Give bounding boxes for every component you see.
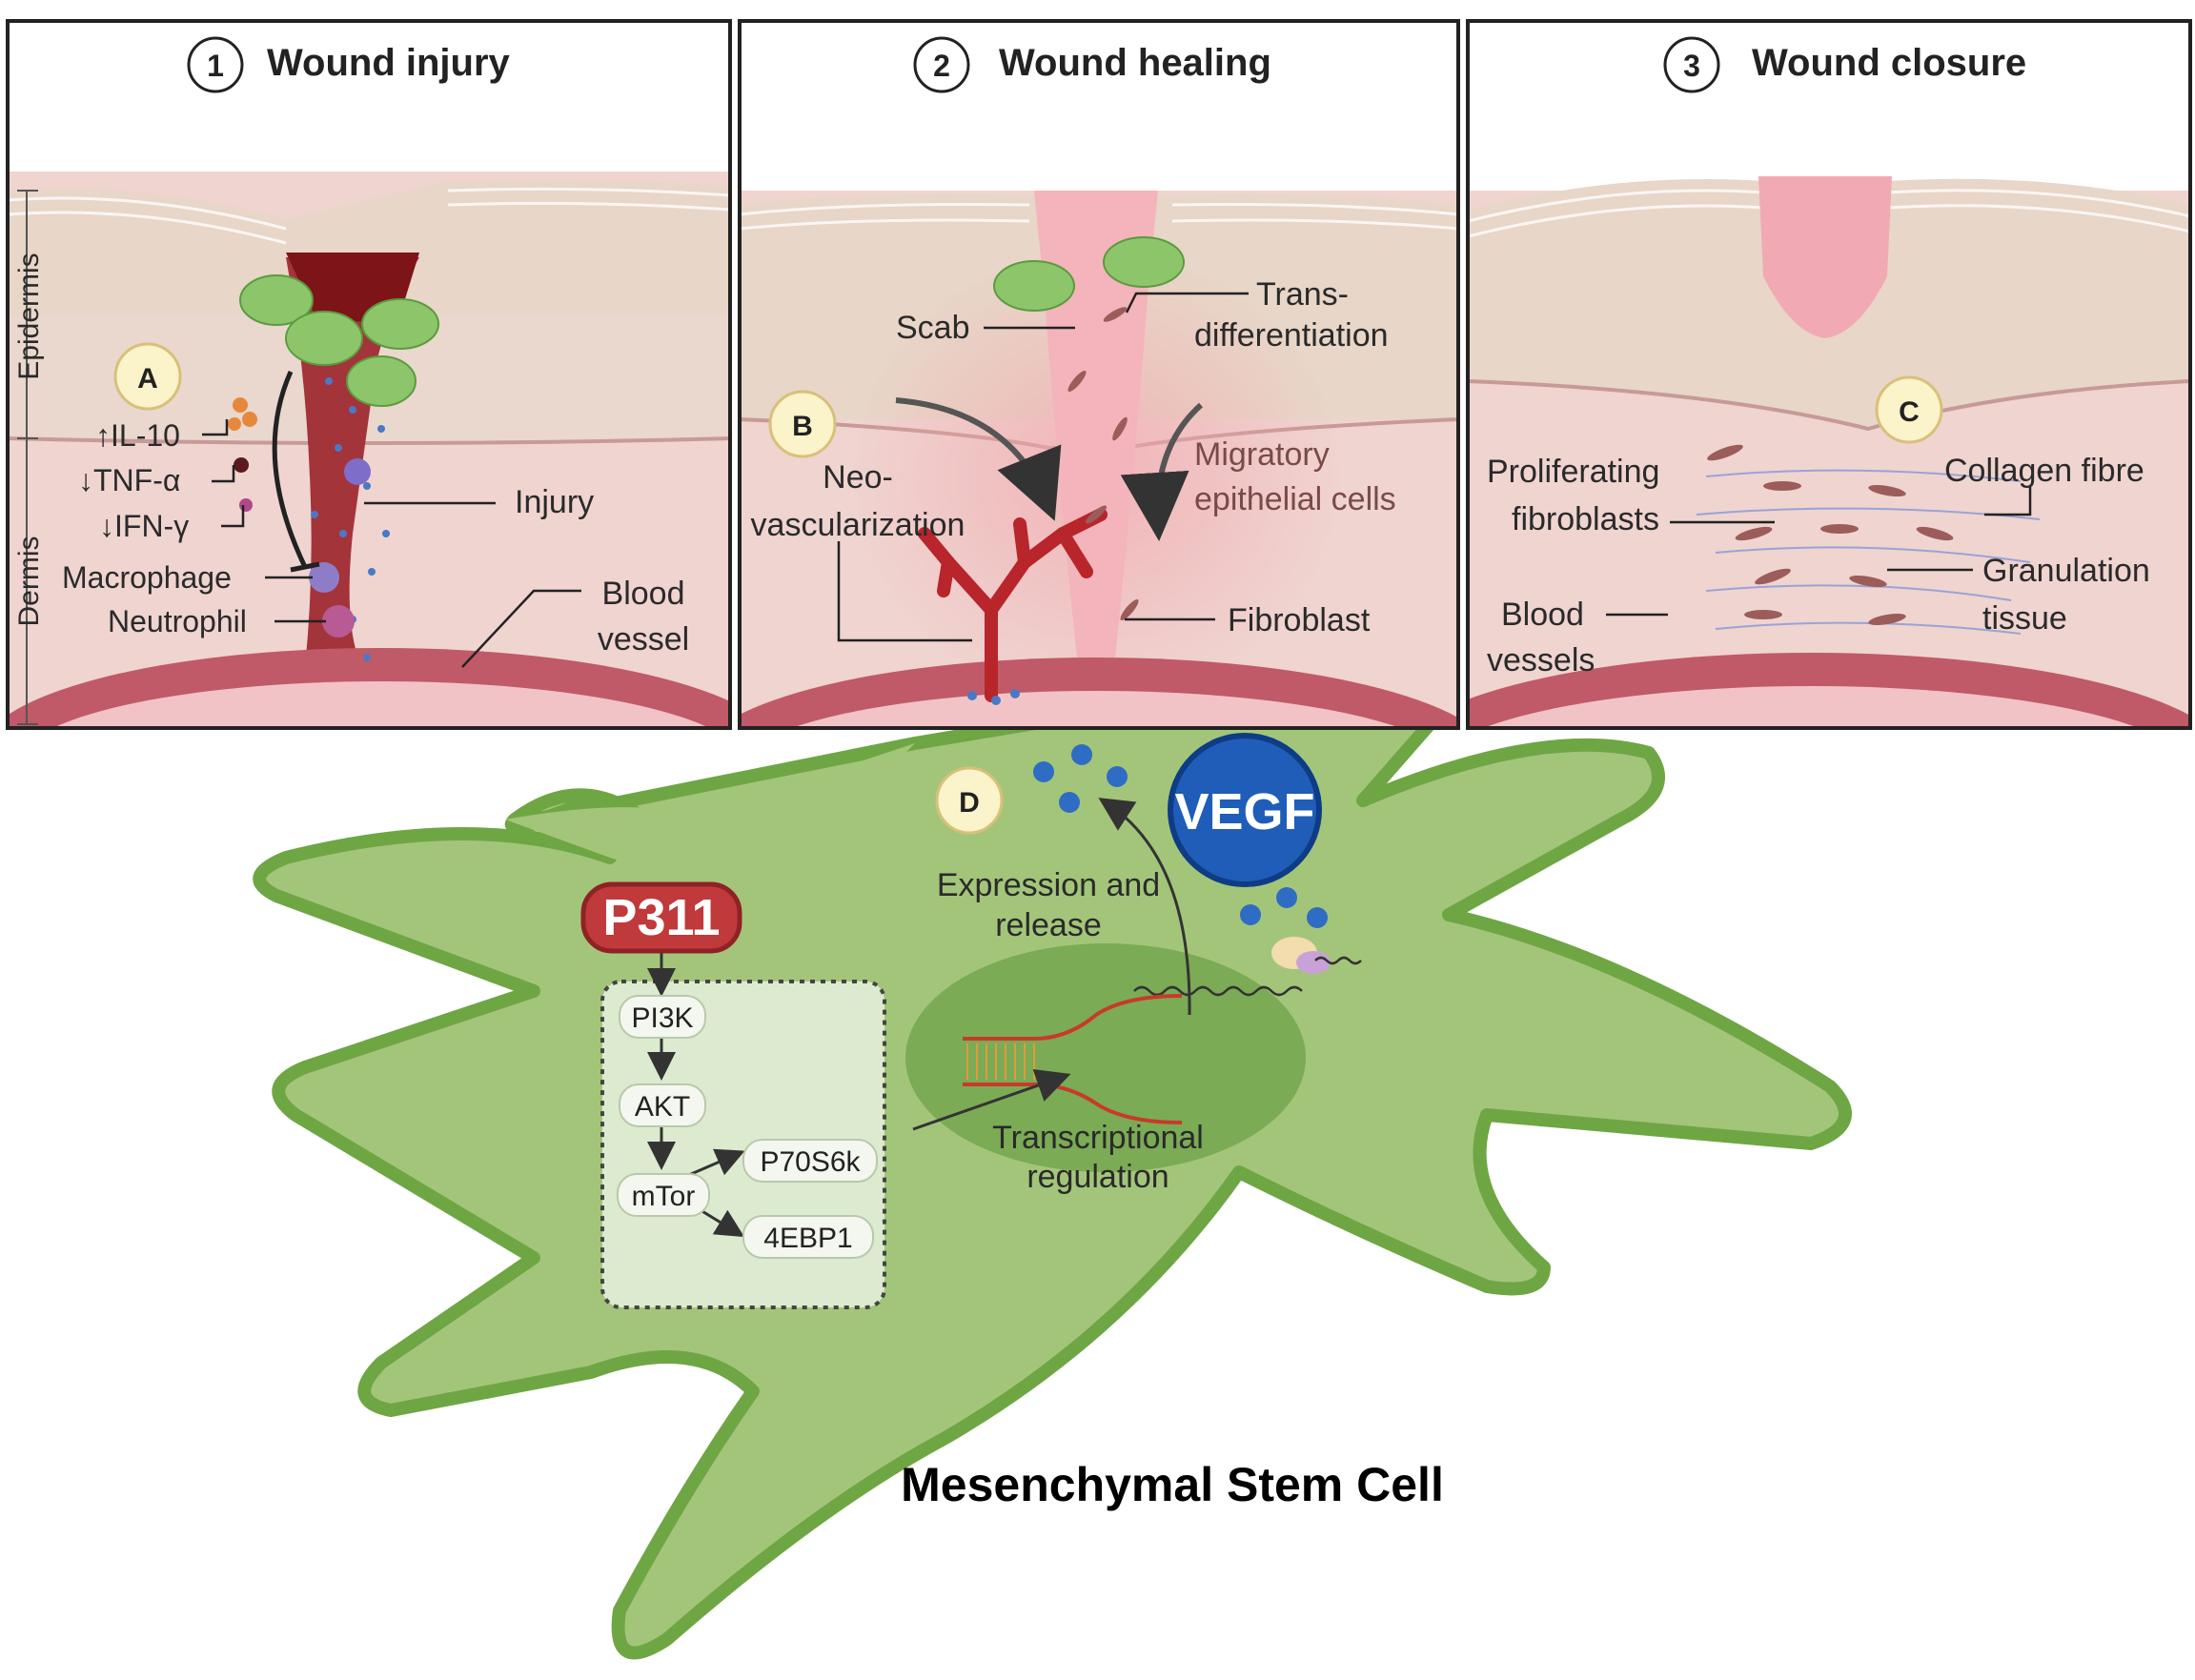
badge-b-text: B: [792, 411, 813, 442]
proliferating-label-2: fibroblasts: [1512, 501, 1659, 537]
neovasc-label-2: vascularization: [751, 507, 965, 543]
migratory-label-2: epithelial cells: [1194, 481, 1396, 517]
vegf-badge: [1168, 733, 1322, 887]
panel-title: Wound injury: [267, 42, 511, 84]
expression-label-2: release: [995, 907, 1102, 943]
transcription-label-2: regulation: [1026, 1159, 1169, 1195]
pathway-node-mtor: mTor: [617, 1173, 710, 1217]
p70s6k-label: P70S6k: [760, 1146, 861, 1178]
panel-number-badge: [913, 36, 970, 93]
p311-label: P311: [602, 889, 720, 946]
panel-number-badge: [187, 36, 244, 93]
fibroblast-label: Fibroblast: [1228, 602, 1371, 638]
cytokine-ifn: ↓IFN-γ: [99, 509, 189, 543]
cytokine-tnf: ↓TNF-α: [78, 463, 180, 497]
expression-label-1: Expression and: [937, 867, 1160, 903]
panel-title: Wound closure: [1752, 42, 2026, 84]
injury-label: Injury: [515, 484, 594, 520]
cell-name: Mesenchymal Stem Cell: [901, 1458, 1444, 1511]
epidermis-label: Epidermis: [13, 253, 45, 379]
panel-wound-closure: 3 Wound closure C Proliferating fibrobla…: [1466, 19, 2192, 730]
panel-number: 2: [933, 49, 950, 83]
badge-a-text: A: [137, 363, 158, 395]
blood-vessel-label-1: Blood: [602, 576, 685, 612]
panel-wound-healing: 2 Wound healing B Scab Trans- differenti…: [738, 19, 1460, 730]
panel-number-badge: [1663, 36, 1720, 93]
migratory-label-1: Migratory: [1194, 436, 1330, 473]
vegf-label: VEGF: [1174, 783, 1314, 840]
cytokine-il10: ↑IL-10: [95, 418, 180, 453]
transdiff-label-2: differentiation: [1194, 317, 1389, 354]
neutrophil-label: Neutrophil: [108, 604, 247, 638]
blood-vessel-label-2: vessel: [598, 621, 689, 658]
badge-c-text: C: [1899, 396, 1920, 428]
badge-a: [113, 342, 182, 411]
granulation-label-2: tissue: [1982, 600, 2067, 637]
macrophage-label: Macrophage: [62, 560, 232, 595]
panel-wound-injury: Epidermis Dermis 1 Wound injury A ↑IL-10…: [6, 19, 732, 730]
mtor-label: mTor: [632, 1181, 696, 1212]
pathway-node-p70s6k: P70S6k: [742, 1139, 878, 1183]
badge-c: [1875, 375, 1943, 444]
nucleus: [905, 943, 1306, 1172]
panel-title: Wound healing: [999, 42, 1271, 84]
proliferating-label-1: Proliferating: [1487, 454, 1659, 490]
4ebp1-label: 4EBP1: [763, 1223, 852, 1254]
pathway-node-pi3k: PI3K: [619, 995, 706, 1039]
pathway-node-4ebp1: 4EBP1: [742, 1215, 874, 1259]
scab-label: Scab: [896, 310, 970, 346]
pi3k-label: PI3K: [631, 1002, 693, 1034]
dermis-label: Dermis: [13, 536, 45, 627]
akt-label: AKT: [635, 1091, 690, 1123]
badge-d-text: D: [959, 787, 980, 819]
panel-number: 1: [207, 49, 224, 83]
badge-d: [935, 766, 1004, 835]
vegf-group: VEGF: [1033, 733, 1362, 1016]
blood-vessels-label-1: Blood: [1501, 597, 1584, 633]
p311-badge: [580, 881, 742, 954]
neovasc-label-1: Neo-: [823, 459, 893, 496]
blood-vessels-label-2: vessels: [1487, 642, 1595, 678]
collagen-label: Collagen fibre: [1944, 453, 2144, 489]
pathway-node-akt: AKT: [619, 1083, 706, 1127]
badge-b: [768, 390, 837, 458]
granulation-label-1: Granulation: [1982, 553, 2150, 589]
panel-number: 3: [1683, 49, 1700, 83]
transcription-label-1: Transcriptional: [992, 1120, 1204, 1156]
transdiff-label-1: Trans-: [1256, 276, 1349, 313]
